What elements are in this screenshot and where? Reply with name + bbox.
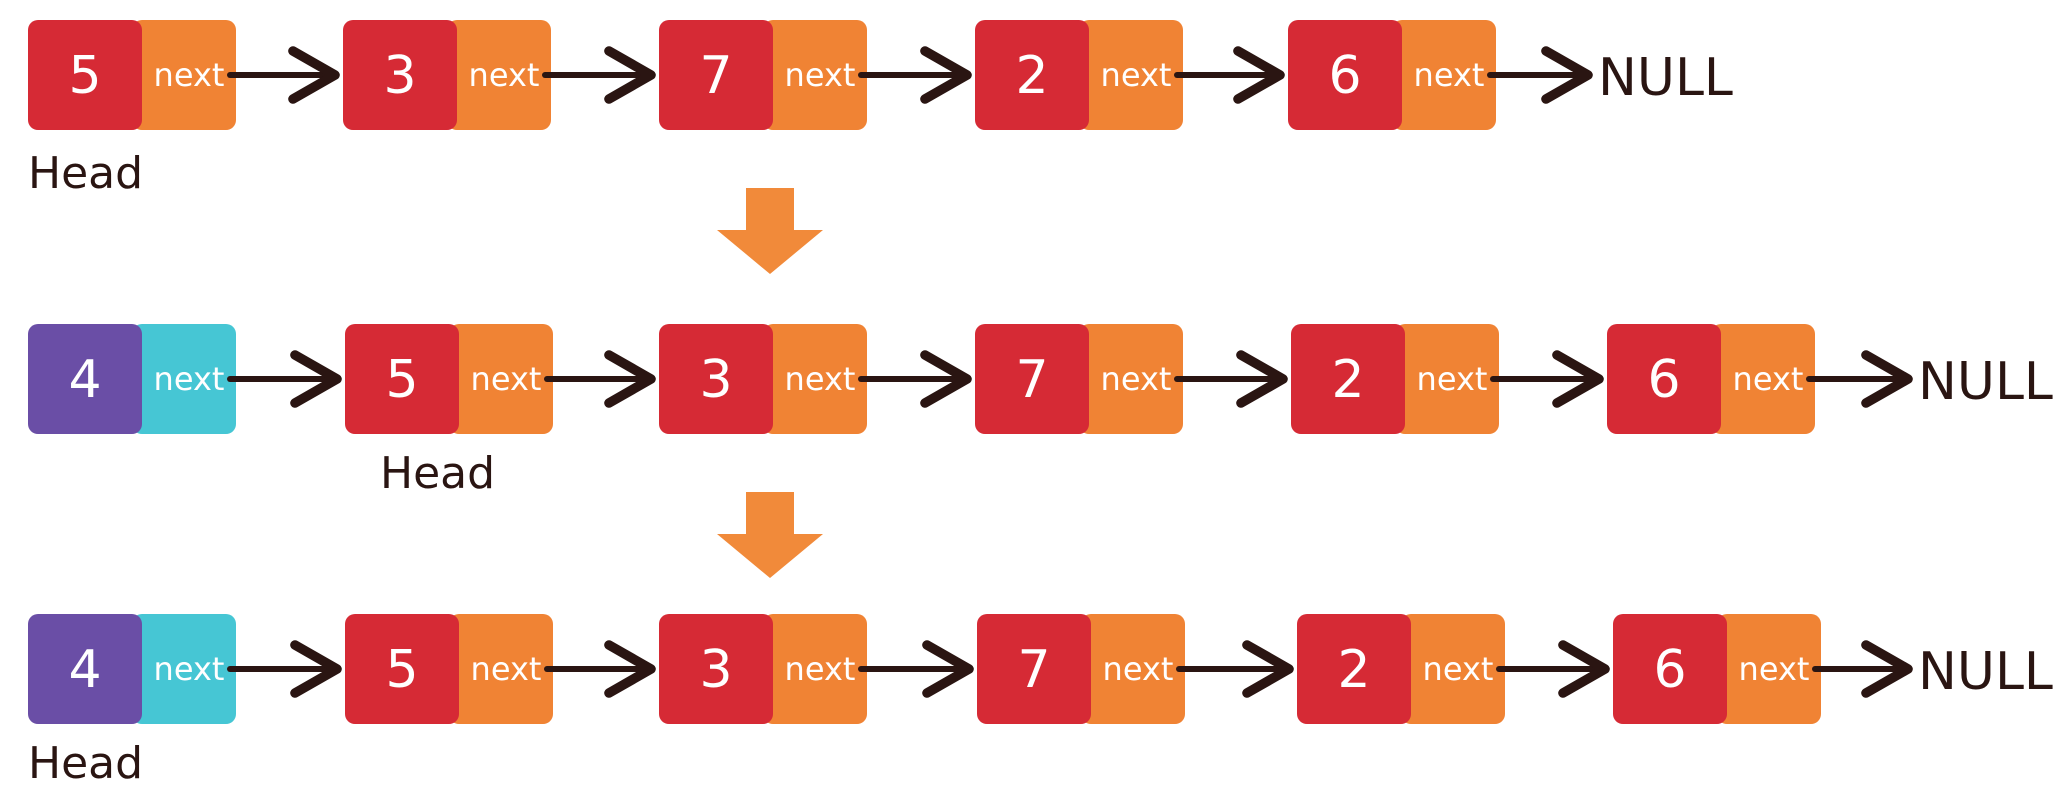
- value-box: [28, 324, 142, 434]
- value-box: [1291, 324, 1405, 434]
- list-node-3: 3 next: [659, 324, 867, 434]
- value-box: [977, 614, 1091, 724]
- node-value: 3: [699, 350, 732, 410]
- value-box: [659, 324, 773, 434]
- next-pointer-box: [763, 20, 867, 130]
- node-value: 4: [68, 640, 101, 700]
- next-pointer-box: [132, 324, 236, 434]
- head-label: Head: [380, 448, 495, 499]
- value-box: [343, 20, 457, 130]
- next-pointer-box: [1395, 324, 1499, 434]
- node-value: 5: [385, 640, 418, 700]
- value-box: [1607, 324, 1721, 434]
- node-value: 2: [1331, 350, 1364, 410]
- node-value: 7: [699, 46, 732, 106]
- step-arrow-down-icon: [717, 492, 823, 578]
- list-node-7: 7 next: [659, 20, 867, 130]
- next-label: next: [1739, 650, 1810, 688]
- list-node-7: 7 next: [975, 324, 1183, 434]
- head-label: Head: [28, 148, 143, 199]
- value-box: [1613, 614, 1727, 724]
- next-label: next: [471, 650, 542, 688]
- next-label: next: [154, 360, 225, 398]
- value-box: [28, 20, 142, 130]
- list-node-2: 2 next: [1291, 324, 1499, 434]
- next-pointer-box: [449, 614, 553, 724]
- list-node-6: 6 next: [1288, 20, 1496, 130]
- next-label: next: [785, 650, 856, 688]
- next-label: next: [785, 360, 856, 398]
- node-value: 7: [1017, 640, 1050, 700]
- list-node-6: 6 next: [1607, 324, 1815, 434]
- value-box: [345, 614, 459, 724]
- next-pointer-box: [132, 614, 236, 724]
- next-label: next: [471, 360, 542, 398]
- next-label: next: [1414, 56, 1485, 94]
- node-value: 5: [385, 350, 418, 410]
- null-label: NULL: [1918, 352, 2053, 412]
- next-pointer-box: [763, 614, 867, 724]
- next-pointer-box: [449, 324, 553, 434]
- next-pointer-box: [447, 20, 551, 130]
- node-value: 6: [1328, 46, 1361, 106]
- list-node-5: 5 next: [345, 614, 553, 724]
- next-pointer-box: [132, 20, 236, 130]
- node-value: 3: [699, 640, 732, 700]
- value-box: [345, 324, 459, 434]
- node-value: 3: [383, 46, 416, 106]
- node-value: 7: [1015, 350, 1048, 410]
- value-box: [975, 324, 1089, 434]
- next-pointer-box: [1081, 614, 1185, 724]
- list-node-2: 2 next: [1297, 614, 1505, 724]
- list-node-3: 3 next: [343, 20, 551, 130]
- new-node-4: 4 next: [28, 324, 236, 434]
- list-node-5: 5 next: [28, 20, 236, 130]
- node-value: 6: [1653, 640, 1686, 700]
- null-label: NULL: [1918, 642, 2053, 702]
- value-box: [28, 614, 142, 724]
- next-pointer-box: [763, 324, 867, 434]
- next-pointer-box: [1392, 20, 1496, 130]
- step-arrow-down-icon: [717, 188, 823, 274]
- new-node-4: 4 next: [28, 614, 236, 724]
- list-node-5: 5 next: [345, 324, 553, 434]
- next-label: next: [1417, 360, 1488, 398]
- value-box: [975, 20, 1089, 130]
- next-label: next: [154, 650, 225, 688]
- node-value: 2: [1337, 640, 1370, 700]
- next-label: next: [1423, 650, 1494, 688]
- list-row-3: 4 next 5 next 3 next 7 next 2 next 6 next NULL Head: [28, 614, 2053, 789]
- next-pointer-box: [1401, 614, 1505, 724]
- next-label: next: [469, 56, 540, 94]
- list-node-2: 2 next: [975, 20, 1183, 130]
- node-value: 6: [1647, 350, 1680, 410]
- next-label: next: [1103, 650, 1174, 688]
- next-label: next: [785, 56, 856, 94]
- value-box: [1288, 20, 1402, 130]
- next-pointer-box: [1717, 614, 1821, 724]
- head-label: Head: [28, 738, 143, 789]
- next-label: next: [154, 56, 225, 94]
- next-label: next: [1101, 56, 1172, 94]
- list-node-7: 7 next: [977, 614, 1185, 724]
- node-value: 5: [68, 46, 101, 106]
- node-value: 4: [68, 350, 101, 410]
- value-box: [1297, 614, 1411, 724]
- null-label: NULL: [1598, 48, 1733, 108]
- list-row-2: 4 next 5 next 3 next 7 next 2 next 6 next NULL Head: [28, 324, 2053, 499]
- list-node-3: 3 next: [659, 614, 867, 724]
- next-pointer-box: [1079, 20, 1183, 130]
- next-label: next: [1101, 360, 1172, 398]
- node-value: 2: [1015, 46, 1048, 106]
- value-box: [659, 614, 773, 724]
- next-pointer-box: [1711, 324, 1815, 434]
- list-row-1: 5 next 3 next 7 next 2 next 6 next NULL Head: [28, 20, 1733, 199]
- next-pointer-box: [1079, 324, 1183, 434]
- list-node-6: 6 next: [1613, 614, 1821, 724]
- value-box: [659, 20, 773, 130]
- next-label: next: [1733, 360, 1804, 398]
